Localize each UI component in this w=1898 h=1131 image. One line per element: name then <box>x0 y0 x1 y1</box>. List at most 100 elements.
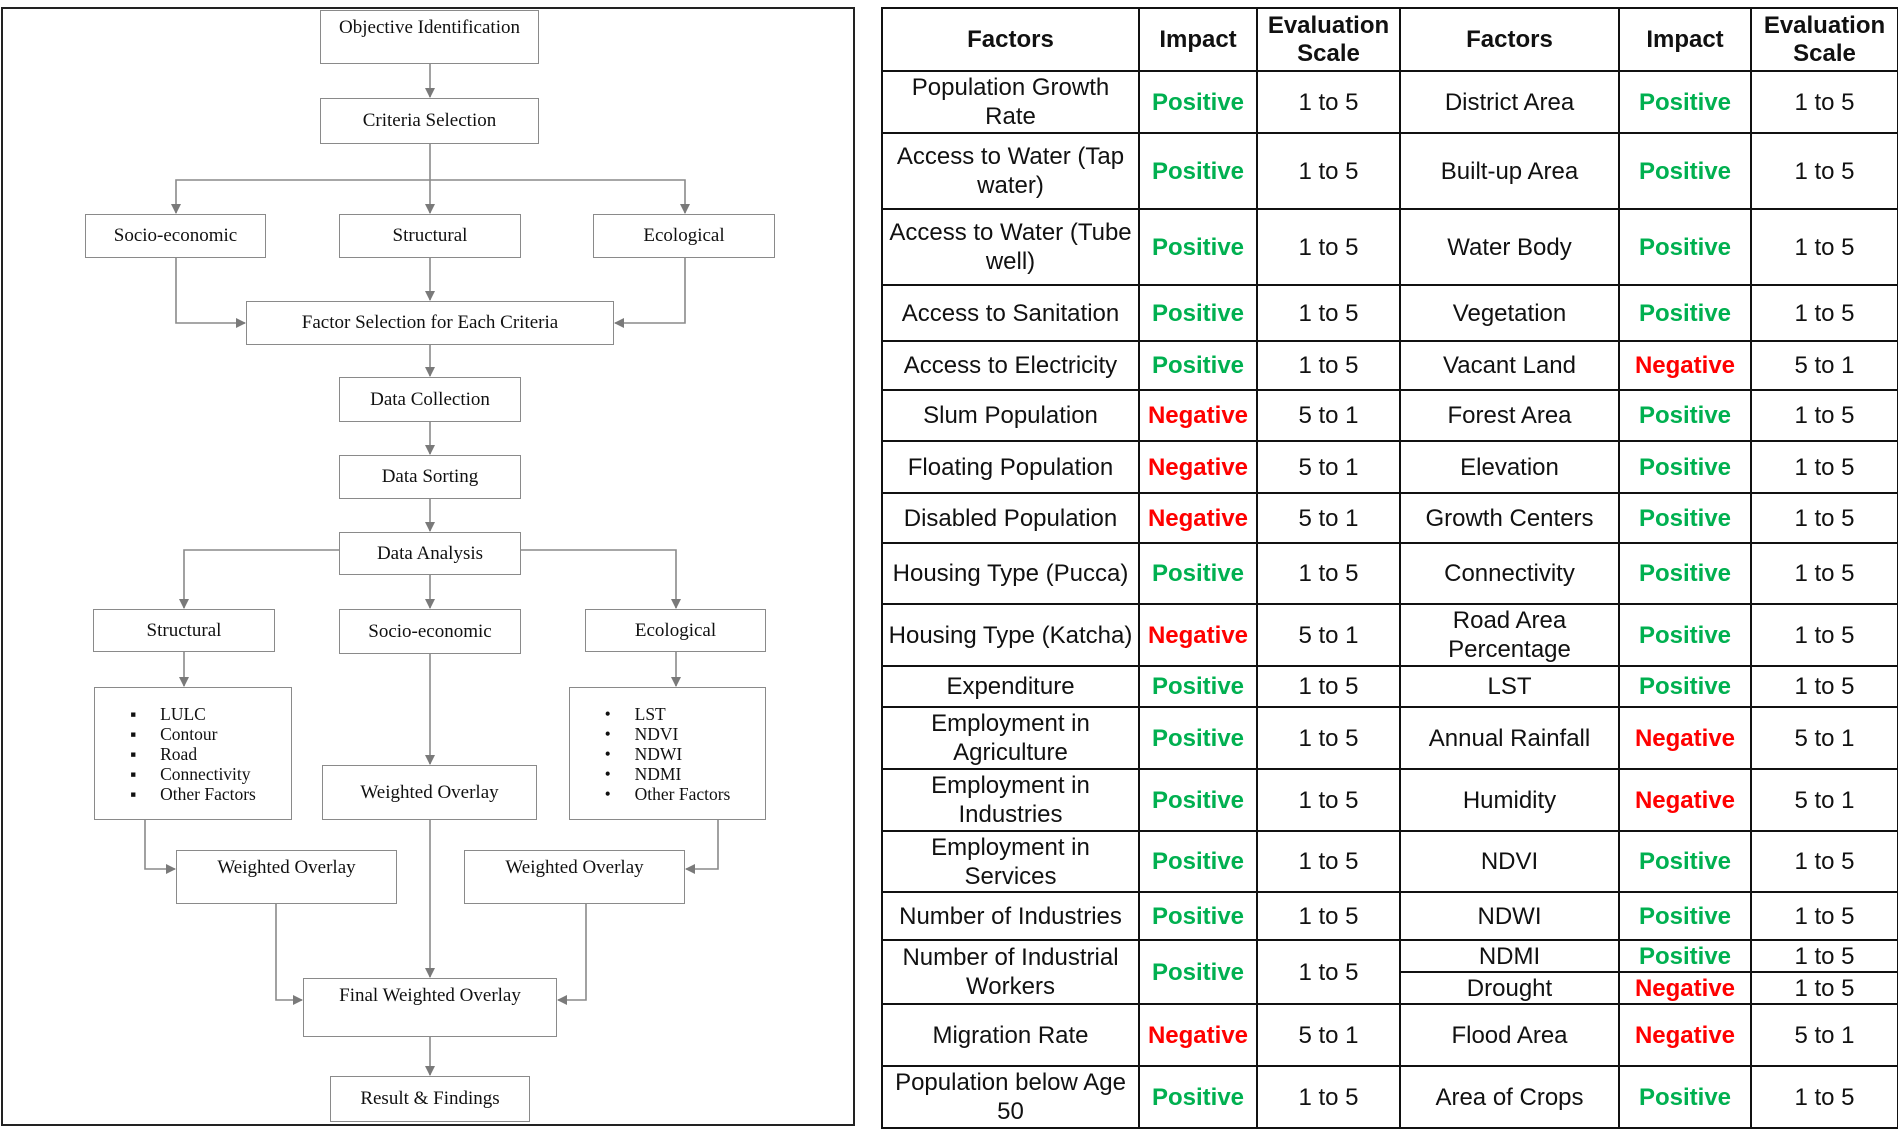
header-impact: Impact <box>1138 7 1258 72</box>
criteria-ecological-box: Ecological <box>593 214 775 258</box>
list-item-label: LULC <box>160 703 206 724</box>
factor-cell: Migration Rate <box>881 1003 1140 1067</box>
box-label: Weighted Overlay <box>217 857 356 878</box>
factor-cell: NDVI <box>1399 830 1620 893</box>
scale-cell: 1 to 5 <box>1256 830 1401 893</box>
impact-cell: Positive <box>1138 284 1258 342</box>
factor-cell: Employment in Services <box>881 830 1140 893</box>
box-label: Structural <box>146 619 222 641</box>
header-impact: Impact <box>1618 7 1752 72</box>
data-collection-box: Data Collection <box>339 377 521 422</box>
impact-cell: Negative <box>1618 768 1752 832</box>
scale-cell: 1 to 5 <box>1256 542 1401 605</box>
weighted-overlay-left-box: Weighted Overlay <box>176 850 397 904</box>
table-header-row: Factors Impact Evaluation Scale Factors … <box>881 7 1898 72</box>
header-factors: Factors <box>881 7 1140 72</box>
impact-cell: Positive <box>1138 208 1258 286</box>
box-label: Data Analysis <box>376 542 484 564</box>
impact-cell: Positive <box>1618 603 1752 667</box>
factor-cell: Number of Industries <box>881 891 1140 941</box>
impact-cell: Positive <box>1138 665 1258 708</box>
impact-cell: Positive <box>1138 132 1258 210</box>
factor-cell: Expenditure <box>881 665 1140 708</box>
dot-bullet-icon: • <box>604 703 611 724</box>
scale-cell: 1 to 5 <box>1750 440 1898 494</box>
impact-cell: Negative <box>1618 971 1752 1005</box>
dot-bullet-icon: • <box>604 723 611 744</box>
list-item: ▪ Other Factors <box>130 784 256 804</box>
impact-cell: Positive <box>1618 542 1752 605</box>
box-label: Criteria Selection <box>362 110 497 131</box>
impact-cell: Negative <box>1138 603 1258 667</box>
impact-cell: Positive <box>1138 70 1258 134</box>
factor-cell: LST <box>1399 665 1620 708</box>
box-label: Final Weighted Overlay <box>339 985 521 1006</box>
impact-cell: Positive <box>1618 284 1752 342</box>
impact-cell: Positive <box>1138 1065 1258 1129</box>
impact-cell: Positive <box>1618 492 1752 544</box>
scale-cell: 5 to 1 <box>1256 440 1401 494</box>
dot-bullet-icon: • <box>604 783 611 804</box>
scale-cell: 1 to 5 <box>1750 939 1898 973</box>
analysis-structural-box: Structural <box>93 609 275 652</box>
analysis-socio-economic-box: Socio-economic <box>339 609 521 654</box>
impact-cell: Positive <box>1618 891 1752 941</box>
factor-cell: Employment in Agriculture <box>881 706 1140 770</box>
scale-cell: 1 to 5 <box>1256 208 1401 286</box>
impact-cell: Positive <box>1138 340 1258 391</box>
header-evaluation-scale: Evaluation Scale <box>1256 7 1401 72</box>
scale-cell: 5 to 1 <box>1750 340 1898 391</box>
factor-cell: Population Growth Rate <box>881 70 1140 134</box>
factor-cell: Forest Area <box>1399 389 1620 442</box>
factor-cell: Access to Water (Tube well) <box>881 208 1140 286</box>
factor-cell: Population below Age 50 <box>881 1065 1140 1129</box>
scale-cell: 1 to 5 <box>1256 939 1401 1005</box>
impact-cell: Negative <box>1618 706 1752 770</box>
list-item-label: Other Factors <box>160 783 256 804</box>
scale-cell: 1 to 5 <box>1750 665 1898 708</box>
impact-cell: Positive <box>1618 830 1752 893</box>
factor-cell: Drought <box>1399 971 1620 1005</box>
ecological-factors-list: •LST •NDVI •NDWI •NDMI •Other Factors <box>605 704 731 804</box>
factor-cell: Housing Type (Pucca) <box>881 542 1140 605</box>
scale-cell: 1 to 5 <box>1750 389 1898 442</box>
impact-cell: Negative <box>1618 1003 1752 1067</box>
factor-cell: Access to Sanitation <box>881 284 1140 342</box>
ecological-factors-list-box: •LST •NDVI •NDWI •NDMI •Other Factors <box>569 687 766 820</box>
scale-cell: 1 to 5 <box>1256 891 1401 941</box>
square-bullet-icon: ▪ <box>130 783 137 804</box>
impact-cell: Positive <box>1618 132 1752 210</box>
impact-cell: Positive <box>1138 939 1258 1005</box>
scale-cell: 1 to 5 <box>1750 208 1898 286</box>
list-item-label: NDVI <box>634 723 679 744</box>
box-label: Data Collection <box>370 388 490 410</box>
impact-cell: Positive <box>1618 665 1752 708</box>
box-label: Result & Findings <box>360 1088 500 1109</box>
factor-cell: Elevation <box>1399 440 1620 494</box>
box-label: Socio-economic <box>113 225 238 246</box>
list-item: •NDWI <box>605 744 731 764</box>
scale-cell: 5 to 1 <box>1750 768 1898 832</box>
scale-cell: 1 to 5 <box>1256 70 1401 134</box>
factor-cell: Area of Crops <box>1399 1065 1620 1129</box>
factor-cell: Road Area Percentage <box>1399 603 1620 667</box>
scale-cell: 1 to 5 <box>1750 830 1898 893</box>
factor-cell: Disabled Population <box>881 492 1140 544</box>
list-item-label: LST <box>634 703 666 724</box>
factor-cell: District Area <box>1399 70 1620 134</box>
scale-cell: 1 to 5 <box>1750 971 1898 1005</box>
impact-cell: Negative <box>1138 440 1258 494</box>
factor-cell: Water Body <box>1399 208 1620 286</box>
impact-cell: Positive <box>1618 389 1752 442</box>
factor-cell: Slum Population <box>881 389 1140 442</box>
list-item-label: NDMI <box>634 763 682 784</box>
